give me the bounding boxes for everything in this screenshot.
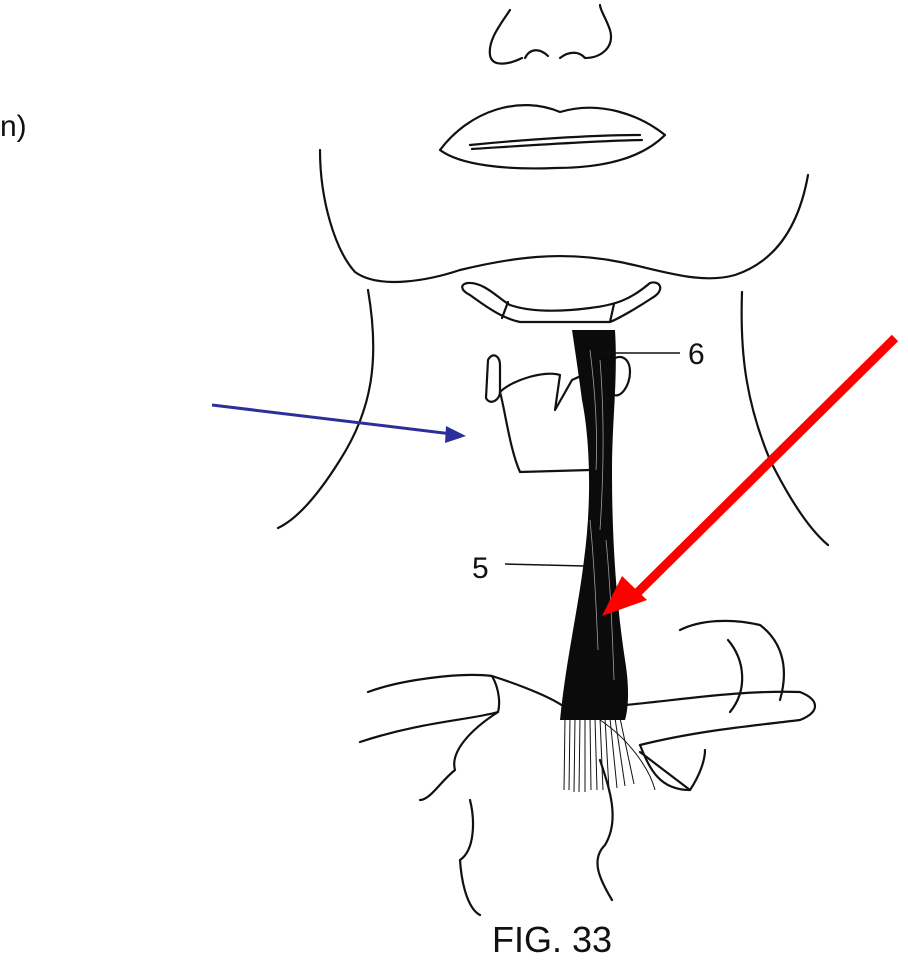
sternum-right xyxy=(597,760,612,900)
lips-outline xyxy=(440,105,665,168)
clavicle-left xyxy=(360,675,499,742)
label-6: 6 xyxy=(688,338,705,371)
figure-caption: FIG. 33 xyxy=(492,922,612,958)
label-5: 5 xyxy=(472,552,489,585)
hyoid-bone xyxy=(462,282,660,322)
thyroid-cartilage xyxy=(486,355,500,401)
nostril-left xyxy=(525,50,548,58)
neck-left xyxy=(278,290,373,528)
blue-arrow xyxy=(212,405,466,443)
nose-outline xyxy=(490,10,522,64)
jaw-left xyxy=(320,150,460,282)
clavicle-right xyxy=(625,692,815,745)
label-5-leader xyxy=(505,564,585,566)
partial-heading-text: n) xyxy=(0,112,27,142)
red-arrow xyxy=(602,338,895,616)
nostril-right xyxy=(560,5,611,58)
chin xyxy=(460,175,808,278)
